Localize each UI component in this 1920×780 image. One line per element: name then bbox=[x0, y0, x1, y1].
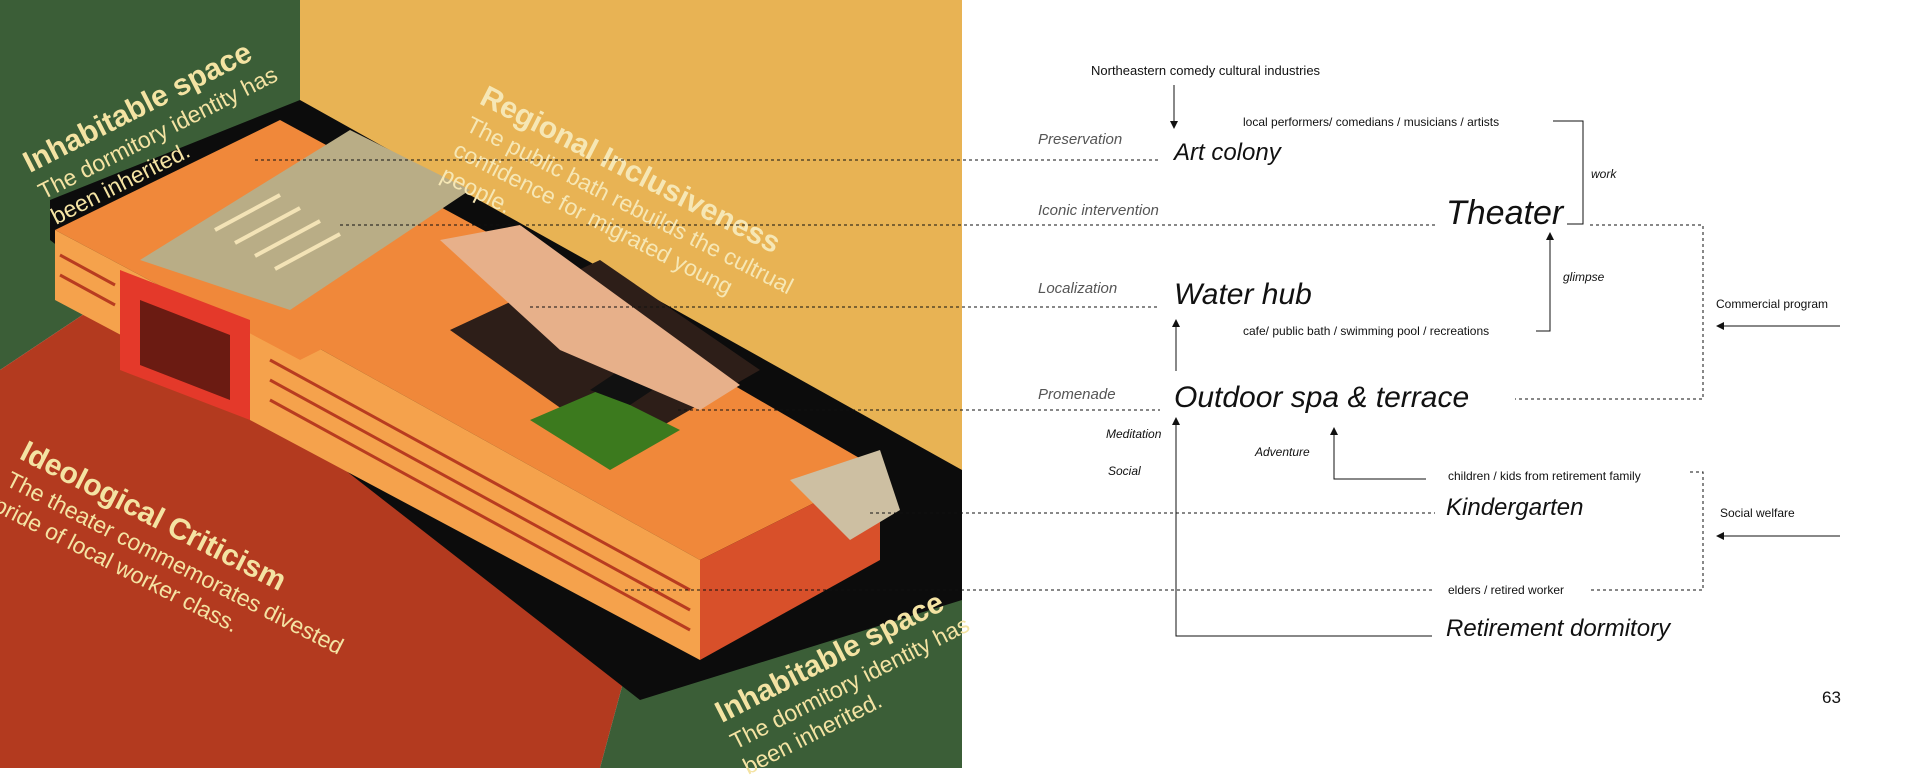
relation-work: work bbox=[1591, 167, 1617, 181]
leader-lines bbox=[255, 159, 1704, 591]
category-iconic: Iconic intervention bbox=[1038, 202, 1159, 219]
category-promenade: Promenade bbox=[1038, 386, 1116, 403]
bath-roof bbox=[440, 225, 740, 410]
relation-social: Social bbox=[1108, 464, 1141, 478]
side-commercial: Commercial program bbox=[1716, 297, 1829, 311]
skylights bbox=[214, 193, 341, 271]
page-number: 63 bbox=[1822, 688, 1841, 707]
kindergarten-roof bbox=[790, 450, 900, 540]
program-art-colony: Art colony bbox=[1174, 139, 1281, 166]
program-outdoor-spa: Outdoor spa & terrace bbox=[1174, 381, 1470, 414]
side-welfare: Social welfare bbox=[1720, 506, 1795, 520]
windows bbox=[59, 253, 691, 632]
program-retirement: Retirement dormitory bbox=[1446, 615, 1671, 642]
building bbox=[55, 120, 900, 660]
note-performers: local performers/ comedians / musicians … bbox=[1243, 115, 1500, 129]
solid-connectors bbox=[1170, 85, 1840, 637]
theater-inset bbox=[140, 300, 230, 400]
category-preservation: Preservation bbox=[1038, 131, 1123, 148]
category-localization: Localization bbox=[1038, 280, 1118, 297]
program-theater: Theater bbox=[1446, 194, 1564, 232]
note-elders: elders / retired worker bbox=[1448, 583, 1565, 597]
axonometric-illustration bbox=[0, 0, 962, 768]
relation-glimpse: glimpse bbox=[1563, 270, 1605, 284]
note-cafe: cafe/ public bath / swimming pool / recr… bbox=[1243, 324, 1490, 338]
relation-adventure: Adventure bbox=[1255, 445, 1310, 459]
theater-roof bbox=[140, 130, 470, 310]
source-label: Northeastern comedy cultural industries bbox=[1091, 63, 1321, 78]
relation-meditation: Meditation bbox=[1106, 427, 1162, 441]
program-water-hub: Water hub bbox=[1174, 278, 1312, 311]
courtyard-green bbox=[530, 390, 680, 470]
program-kindergarten: Kindergarten bbox=[1446, 494, 1584, 521]
note-children: children / kids from retirement family bbox=[1448, 469, 1641, 483]
